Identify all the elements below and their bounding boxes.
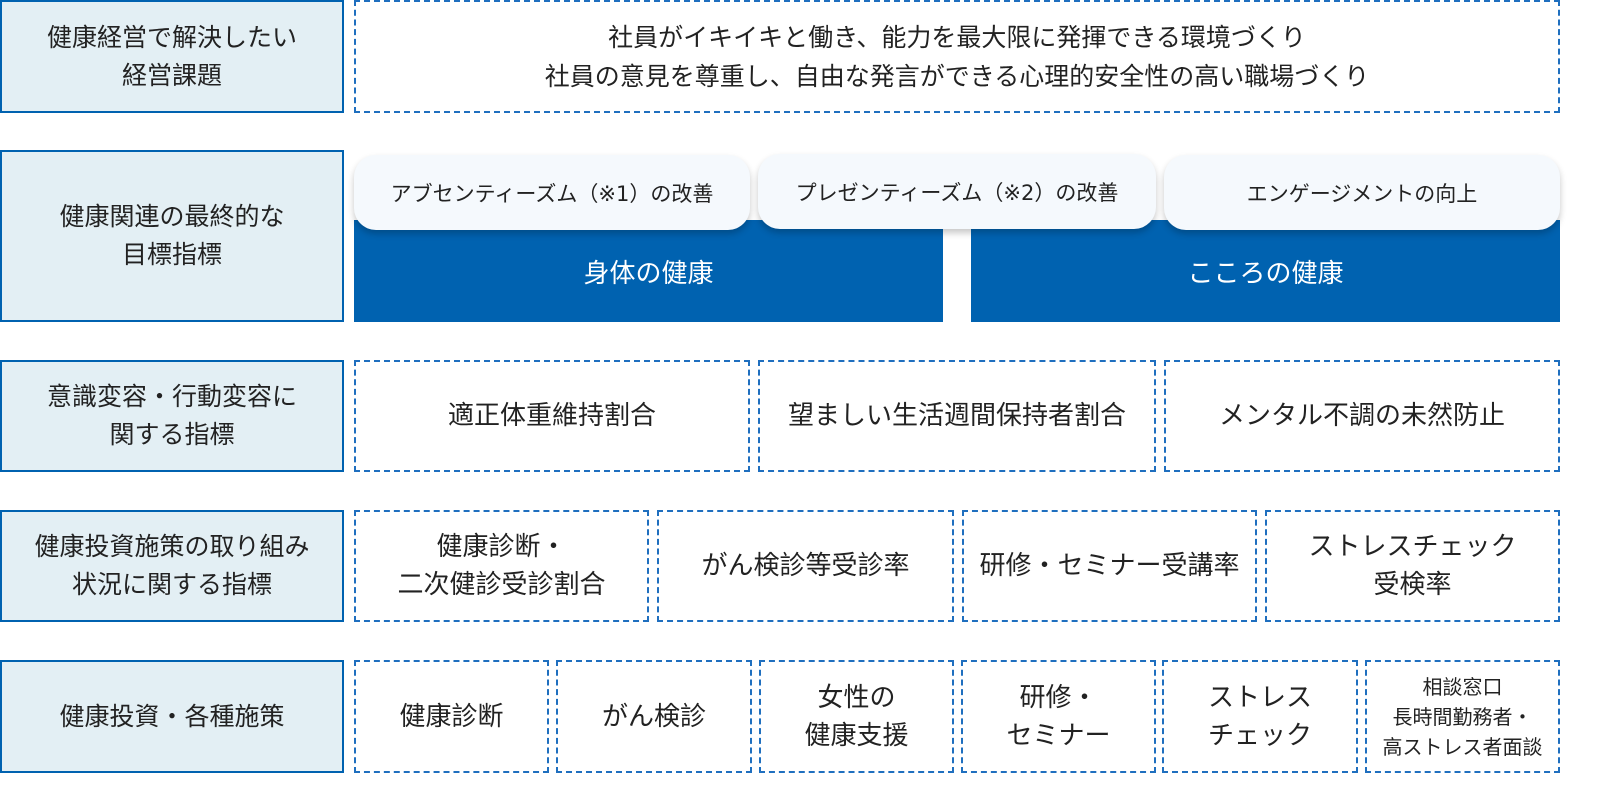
management-issue-content: 社員がイキイキと働き、能力を最大限に発揮できる環境づくり 社員の意見を尊重し、自… xyxy=(354,0,1560,113)
row-label-final-target-indicator: 健康関連の最終的な 目標指標 xyxy=(0,150,344,322)
row-label-management-issue: 健康経営で解決したい 経営課題 xyxy=(0,0,344,113)
band-mental-health: こころの健康 xyxy=(971,220,1560,322)
pill-absenteeism: アブセンティーズム（※1）の改善 xyxy=(354,155,750,230)
indicator-health-checkup-rate: 健康診断・ 二次健診受診割合 xyxy=(354,510,649,622)
measure-consultation-interview: 相談窓口 長時間勤務者・ 高ストレス者面談 xyxy=(1365,660,1560,773)
measure-seminar: 研修・ セミナー xyxy=(961,660,1156,773)
measure-cancer-screening: がん検診 xyxy=(556,660,752,773)
band-physical-health: 身体の健康 xyxy=(354,220,943,322)
measure-women-health-support: 女性の 健康支援 xyxy=(759,660,954,773)
row-label-health-investment-measures: 健康投資・各種施策 xyxy=(0,660,344,773)
row-label-behavior-change-indicator: 意識変容・行動変容に 関する指標 xyxy=(0,360,344,472)
indicator-stress-check-rate: ストレスチェック 受検率 xyxy=(1265,510,1560,622)
pill-engagement: エンゲージメントの向上 xyxy=(1164,155,1560,230)
indicator-lifestyle-habits: 望ましい生活週間保持者割合 xyxy=(758,360,1156,472)
measure-stress-check: ストレス チェック xyxy=(1162,660,1358,773)
row-label-initiative-status-indicator: 健康投資施策の取り組み 状況に関する指標 xyxy=(0,510,344,622)
indicator-appropriate-weight: 適正体重維持割合 xyxy=(354,360,750,472)
pill-presenteeism: プレゼンティーズム（※2）の改善 xyxy=(758,154,1156,229)
measure-health-checkup: 健康診断 xyxy=(354,660,549,773)
indicator-cancer-screening-rate: がん検診等受診率 xyxy=(657,510,954,622)
indicator-seminar-attendance-rate: 研修・セミナー受講率 xyxy=(962,510,1257,622)
indicator-mental-prevention: メンタル不調の未然防止 xyxy=(1164,360,1560,472)
